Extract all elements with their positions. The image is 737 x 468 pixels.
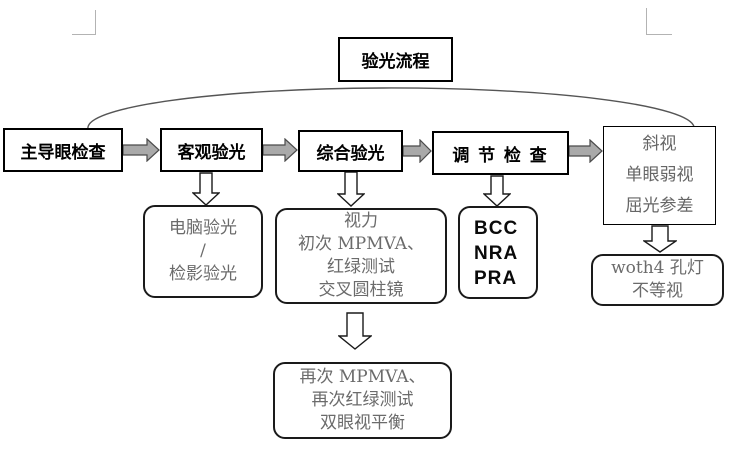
flow-box-objective-refraction-label: 客观验光 [177, 142, 246, 162]
detail-box-final-balance-line: 再次红绿测试 [311, 390, 414, 410]
flow-box-comprehensive-refraction-label: 综合验光 [316, 143, 385, 163]
detail-box-final-balance-line: 双眼视平衡 [320, 413, 405, 433]
flow-box-strabismus-line: 单眼弱视 [625, 165, 694, 185]
detail-box-final-balance-line: 再次 MPMVA、 [299, 367, 426, 387]
arrow-right-1-icon [123, 138, 160, 162]
arrow-down-strabismus-icon [643, 225, 677, 253]
page-margin-mark-topleft-vertical [95, 10, 96, 35]
detail-box-comprehensive-line: 交叉圆柱镜 [318, 280, 404, 300]
detail-box-worth4: woth4 孔灯 不等视 [591, 254, 724, 306]
detail-box-worth4-line: 不等视 [632, 281, 683, 301]
flow-box-strabismus-line: 屈光参差 [625, 196, 694, 216]
arrow-down-comprehensive-icon [337, 171, 365, 207]
detail-box-objective-line: 检影验光 [169, 264, 237, 284]
arrow-down-final-icon [338, 312, 372, 350]
flow-box-strabismus: 斜视 单眼弱视 屈光参差 [603, 126, 716, 225]
flow-box-dominant-eye: 主导眼检查 [3, 128, 123, 172]
arrow-right-4-icon [569, 139, 603, 163]
arrow-down-accommodation-icon [483, 175, 511, 207]
flow-box-strabismus-line: 斜视 [642, 134, 677, 154]
detail-box-comprehensive: 视力 初次 MPMVA、 红绿测试 交叉圆柱镜 [275, 208, 447, 304]
detail-box-final-balance: 再次 MPMVA、 再次红绿测试 双眼视平衡 [273, 362, 452, 439]
flow-box-accommodation-check: 调 节 检 查 [432, 131, 569, 175]
flow-box-dominant-eye-label: 主导眼检查 [20, 142, 106, 162]
detail-box-comprehensive-line: 视力 [344, 211, 378, 231]
detail-box-worth4-line: woth4 孔灯 [611, 258, 704, 278]
detail-box-bcc-nra-pra-line: PRA [474, 268, 518, 289]
arrow-down-objective-icon [192, 172, 220, 206]
detail-box-comprehensive-line: 红绿测试 [327, 257, 395, 277]
detail-box-bcc-nra-pra-line: NRA [474, 243, 519, 264]
title-label: 验光流程 [361, 52, 430, 71]
flow-box-comprehensive-refraction: 综合验光 [298, 130, 403, 172]
page-margin-mark-topleft-horizontal [72, 34, 96, 35]
arrow-right-3-icon [403, 139, 432, 163]
arrow-right-2-icon [263, 138, 298, 162]
title-box: 验光流程 [338, 37, 453, 82]
page-margin-mark-topright-vertical [646, 8, 647, 35]
detail-box-bcc-nra-pra-line: BCC [474, 218, 519, 239]
detail-box-objective-line: 电脑验光 [169, 218, 237, 238]
detail-box-bcc-nra-pra: BCC NRA PRA [458, 206, 538, 299]
flow-box-objective-refraction: 客观验光 [160, 128, 263, 172]
detail-box-objective-line: / [200, 241, 206, 261]
detail-box-comprehensive-line: 初次 MPMVA、 [297, 234, 425, 254]
flow-box-accommodation-check-label: 调 节 检 查 [452, 145, 549, 165]
detail-box-objective: 电脑验光 / 检影验光 [143, 205, 263, 298]
page-margin-mark-topright-horizontal [646, 34, 672, 35]
